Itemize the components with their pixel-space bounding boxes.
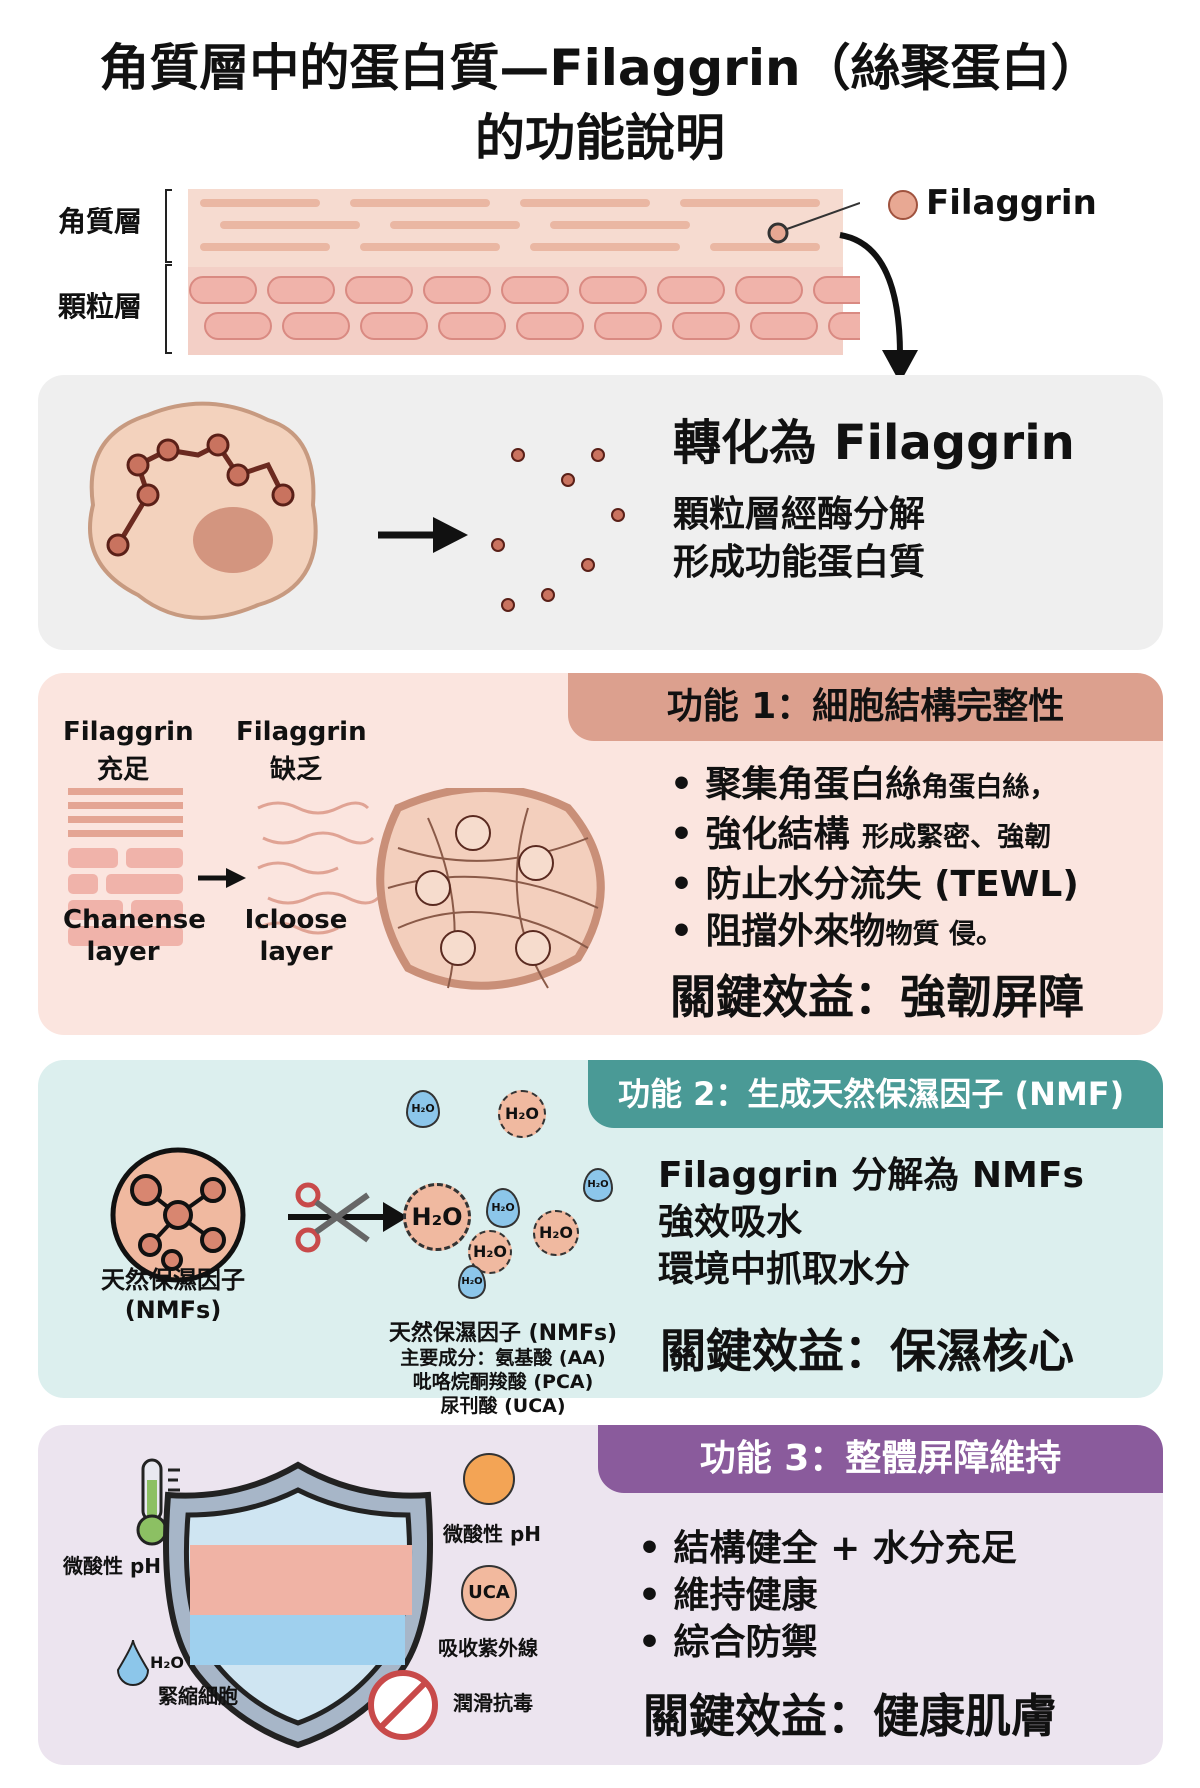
conversion-line-2: 形成功能蛋白質	[673, 542, 926, 583]
nmf-illustration	[110, 1147, 408, 1283]
bullet-item: • 阻擋外來物物質 侵。	[670, 911, 1003, 952]
filaggrin-deficient-label: Filaggrin	[236, 717, 367, 747]
nmf-left-label: 天然保濕因子(NMFs)	[101, 1266, 245, 1324]
ph-left-label: 微酸性 pH	[63, 1554, 162, 1578]
h2o-bubble: H₂O	[403, 1183, 471, 1251]
h2o-bubble: H₂O	[533, 1210, 579, 1256]
page-title: 角質層中的蛋白質—Filaggrin（絲聚蛋白）	[99, 39, 1101, 97]
water-drop-icon: H₂O	[583, 1168, 613, 1202]
function1-panel: 功能 1：細胞結構完整性 Filaggrin 充足 Filaggrin 缺乏 C…	[38, 673, 1163, 1035]
conversion-title: 轉化為 Filaggrin	[673, 415, 1075, 471]
bullet-item: 強效吸水	[658, 1202, 803, 1243]
function2-bullets: Filaggrin 分解為 NMFs 強效吸水 環境中抓取水分	[658, 1152, 1084, 1293]
function3-panel: 功能 3：整體屏障維持 微酸性 pH 緊縮細胞 H₂O 微酸性 pH UCA 吸…	[38, 1425, 1163, 1765]
down-arrow-icon	[839, 232, 918, 383]
water-drop-icon: H₂O	[486, 1188, 520, 1228]
function1-header: 功能 1：細胞結構完整性	[568, 673, 1163, 741]
h2o-cells-label: 緊縮細胞	[158, 1684, 238, 1708]
bullet-item: Filaggrin 分解為 NMFs	[658, 1155, 1084, 1196]
layer-label-granular: 顆粒層	[58, 290, 143, 323]
water-drop-icon: H₂O	[458, 1265, 486, 1299]
bullet-item: • 防止水分流失 (TEWL)	[670, 864, 1079, 905]
bullet-item: • 維持健康	[638, 1575, 818, 1616]
page-subtitle: 的功能說明	[475, 109, 725, 167]
filaggrin-callout-label: Filaggrin	[926, 183, 1097, 223]
ph-right-label: 微酸性 pH	[443, 1522, 542, 1546]
function1-key-benefit: 關鍵效益：強韌屏障	[670, 970, 1084, 1024]
conversion-panel: 轉化為 Filaggrin 顆粒層經酶分解 形成功能蛋白質	[38, 375, 1163, 650]
uca-badge: UCA	[461, 1565, 517, 1621]
dense-layer-label: Chanense	[63, 905, 206, 935]
skin-layers-illustration	[165, 189, 860, 355]
function3-key-benefit: 關鍵效益：健康肌膚	[643, 1689, 1057, 1743]
filaggrin-sufficient-sub: 充足	[96, 755, 149, 785]
sun-icon	[463, 1453, 515, 1505]
layer-label-stratum-corneum: 角質層	[58, 205, 143, 238]
loose-layer-label: Icloose	[244, 905, 348, 935]
function2-panel: 功能 2：生成天然保濕因子 (NMF) H₂O H₂O H₂O H₂O H₂O …	[38, 1060, 1163, 1417]
filaggrin-deficient-sub: 缺乏	[269, 755, 322, 785]
bullet-item: • 聚集角蛋白絲角蛋白絲，	[670, 764, 1057, 805]
function3-header: 功能 3：整體屏障維持	[598, 1425, 1163, 1493]
structure-illustration	[68, 788, 605, 990]
h2o-bubble: H₂O	[498, 1090, 546, 1138]
function1-bullets: • 聚集角蛋白絲角蛋白絲， • 強化結構 形成緊密、強韌 • 防止水分流失 (T…	[670, 761, 1079, 958]
h2o-bubble: H₂O	[468, 1230, 512, 1274]
bullet-item: 環境中抓取水分	[658, 1249, 911, 1290]
function3-bullets: • 結構健全 + 水分充足 • 維持健康 • 綜合防禦	[638, 1525, 1017, 1666]
antiviral-label: 潤滑抗毒	[453, 1691, 533, 1715]
water-drop-icon: H₂O	[406, 1090, 440, 1128]
bullet-item: • 結構健全 + 水分充足	[638, 1528, 1017, 1569]
conversion-line-1: 顆粒層經酶分解	[673, 494, 926, 535]
uv-absorption-label: 吸收紫外線	[438, 1636, 538, 1660]
dense-layer-sub: layer	[86, 937, 160, 967]
h2o-drop-label: H₂O	[150, 1653, 184, 1672]
filaggrin-icon	[888, 190, 918, 220]
loose-layer-sub: layer	[259, 937, 333, 967]
barrier-shield-illustration	[116, 1458, 438, 1749]
filaggrin-sufficient-label: Filaggrin	[63, 717, 194, 747]
function2-key-benefit: 關鍵效益：保濕核心	[660, 1324, 1074, 1378]
conversion-illustration	[88, 401, 625, 620]
bullet-item: • 強化結構 形成緊密、強韌	[670, 814, 1052, 855]
function2-header: 功能 2：生成天然保濕因子 (NMF)	[588, 1060, 1163, 1128]
bullet-item: • 綜合防禦	[638, 1622, 818, 1663]
nmf-components-label: 天然保濕因子 (NMFs)主要成分：氨基酸 (AA)吡咯烷酮羧酸 (PCA)尿刊…	[388, 1321, 618, 1418]
